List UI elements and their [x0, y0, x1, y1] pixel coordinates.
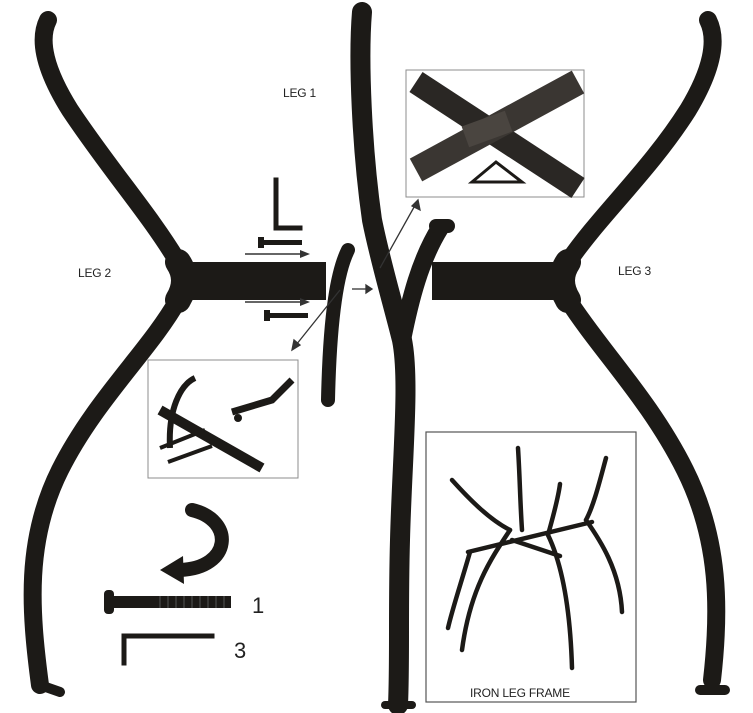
upper-bolt [245, 237, 310, 258]
allen-wrench-part-icon [124, 636, 212, 663]
leg-1-label: LEG 1 [283, 86, 316, 100]
bolt-quantity: 1 [252, 593, 264, 619]
frame-inset [426, 432, 636, 702]
leg-2-label: LEG 2 [78, 266, 111, 280]
detail-inset-bolt [148, 360, 298, 478]
leg-3-label: LEG 3 [618, 264, 651, 278]
leg-2 [33, 20, 326, 692]
wrench-quantity: 3 [234, 638, 246, 664]
rotate-arrow-icon [160, 510, 222, 584]
lower-bolt [245, 298, 310, 321]
frame-caption: IRON LEG FRAME [470, 686, 570, 700]
bolt-icon [104, 590, 231, 614]
detail-inset-top [406, 70, 584, 197]
allen-wrench-icon [276, 180, 300, 228]
